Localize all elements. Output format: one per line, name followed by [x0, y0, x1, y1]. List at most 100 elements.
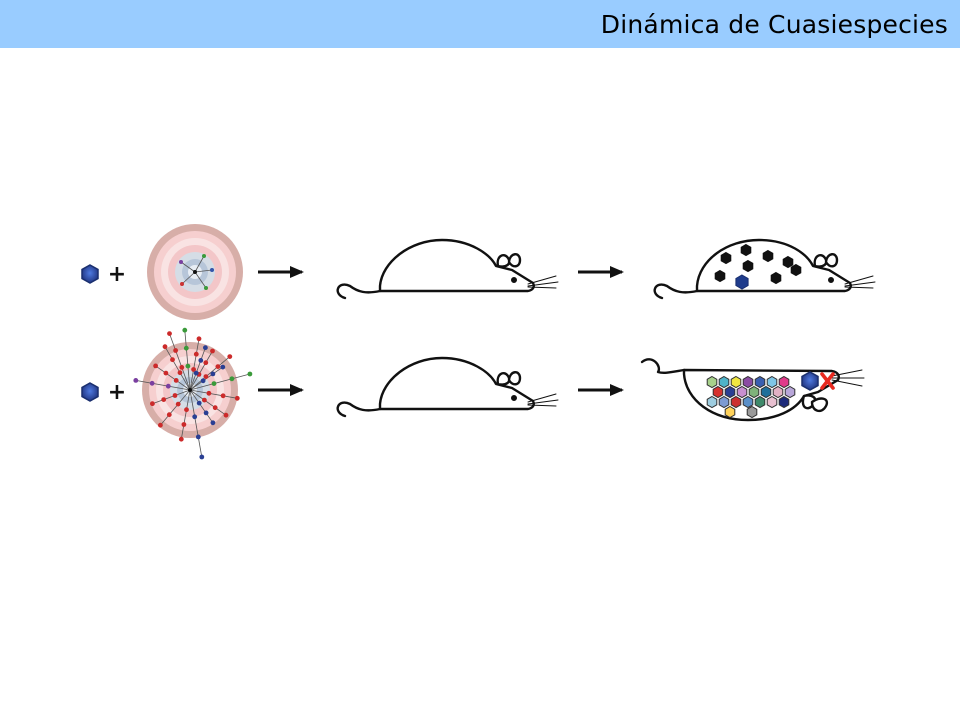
- mutant-dot: [181, 422, 187, 427]
- mutant-dot: [185, 363, 191, 369]
- mutant-dot: [153, 363, 159, 369]
- mutant-dot: [182, 327, 188, 333]
- virion-hexagon-icon: [724, 385, 736, 399]
- mutant-dot: [193, 351, 199, 357]
- virion-hexagon-icon: [706, 375, 718, 389]
- virion-hexagon-icon: [742, 375, 754, 389]
- mutant-dot: [170, 357, 175, 363]
- mutant-dot: [220, 364, 226, 370]
- virion-hexagon-icon: [730, 375, 742, 389]
- mutant-dot: [247, 371, 253, 377]
- mutant-dot: [211, 381, 217, 386]
- infected-mouse-icon: [653, 238, 876, 300]
- virion-hexagon-icon: [760, 385, 772, 399]
- mutant-dot: [196, 336, 202, 342]
- virion-hexagon-icon: [740, 243, 752, 257]
- mutant-dot: [166, 412, 172, 418]
- virion-hexagon-icon: [770, 271, 782, 285]
- virion-hexagon-icon: [778, 395, 790, 409]
- plus-sign: +: [108, 380, 126, 405]
- mutant-dot: [191, 367, 197, 372]
- mutant-dot: [223, 412, 229, 418]
- mutant-dot: [220, 393, 226, 399]
- mutant-dot: [177, 370, 183, 376]
- mutant-dot: [199, 454, 205, 460]
- virion-hexagon-icon: [706, 395, 718, 409]
- virion-hexagon-icon: [720, 251, 732, 265]
- virion-hexagon-icon: [712, 385, 724, 399]
- mutant-dot: [173, 348, 179, 353]
- virion-hexagon-icon: [714, 269, 726, 283]
- mutant-dot: [178, 436, 184, 442]
- mutant-dot: [183, 345, 189, 351]
- mutant-dot: [167, 331, 172, 336]
- mutant-dot: [212, 405, 218, 411]
- cross-mark-icon: [820, 372, 835, 390]
- mutant-dot: [200, 378, 206, 384]
- mutant-dot: [149, 380, 155, 386]
- mutant-dot: [184, 407, 189, 413]
- mutant-dot: [133, 378, 139, 383]
- mutant-dot: [193, 370, 199, 376]
- progeny-virions-low: [714, 243, 802, 290]
- virion-hexagon-icon: [772, 385, 784, 399]
- slide-title: Dinámica de Cuasiespecies: [600, 9, 948, 39]
- mutant-dot: [202, 397, 207, 403]
- quasispecies-target-high: [133, 327, 253, 460]
- row-2: +: [81, 327, 865, 460]
- mutant-dot: [203, 374, 209, 379]
- virus-hexagon-icon: [81, 382, 99, 402]
- virion-hexagon-icon: [736, 385, 748, 399]
- mutant-dot: [165, 383, 171, 389]
- virion-hexagon-icon: [762, 249, 774, 263]
- progeny-virions-high: [706, 375, 796, 419]
- mutant-dot: [203, 410, 209, 416]
- quasispecies-target-low: [147, 224, 243, 320]
- plus-sign: +: [108, 262, 126, 287]
- virion-hexagon-icon: [766, 395, 778, 409]
- mutant-dot: [161, 397, 167, 402]
- virion-hexagon-icon: [730, 395, 742, 409]
- virion-hexagon-icon: [746, 405, 758, 419]
- virion-hexagon-icon: [766, 375, 778, 389]
- mutant-dot: [234, 395, 240, 401]
- mutant-dot: [158, 422, 163, 428]
- mutant-dot: [150, 401, 155, 407]
- virion-hexagon-icon: [748, 385, 760, 399]
- virion-hexagon-icon: [742, 259, 754, 273]
- virion-hexagon-icon: [742, 395, 754, 409]
- mutant-dot: [172, 393, 178, 398]
- mutant-dot: [173, 378, 179, 383]
- mutant-dot: [192, 414, 198, 420]
- mutant-dot: [179, 365, 185, 370]
- virion-hexagon-icon: [790, 263, 802, 277]
- mutant-dot: [210, 348, 215, 354]
- mutant-dot: [198, 358, 204, 363]
- mutant-dot: [229, 376, 235, 382]
- mutant-dot: [206, 390, 212, 396]
- mouse-icon: [336, 238, 559, 300]
- virion-hexagon-icon: [778, 375, 790, 389]
- virus-hexagon-icon: [81, 264, 99, 284]
- mutant-dot: [195, 434, 201, 440]
- mutant-dot: [227, 354, 233, 359]
- mutant-dot: [162, 344, 168, 350]
- original-virus-hexagon-icon: [801, 371, 819, 391]
- virion-hexagon-icon: [754, 395, 766, 409]
- mutant-dot: [175, 401, 181, 407]
- virion-hexagon-icon: [784, 385, 796, 399]
- mutant-dot: [163, 370, 169, 376]
- virion-hexagon-icon: [718, 395, 730, 409]
- mutant-dot: [196, 400, 202, 406]
- virion-hexagon-icon: [754, 375, 766, 389]
- mutant-dot: [215, 364, 221, 369]
- virion-hexagon-icon: [735, 274, 749, 290]
- virion-hexagon-icon: [782, 255, 794, 269]
- mutant-dot: [203, 360, 209, 366]
- mouse-icon: [336, 356, 559, 418]
- mutant-dot: [203, 345, 208, 351]
- mutant-dot: [210, 371, 216, 377]
- virion-hexagon-icon: [724, 405, 736, 419]
- mutant-dot: [210, 420, 216, 426]
